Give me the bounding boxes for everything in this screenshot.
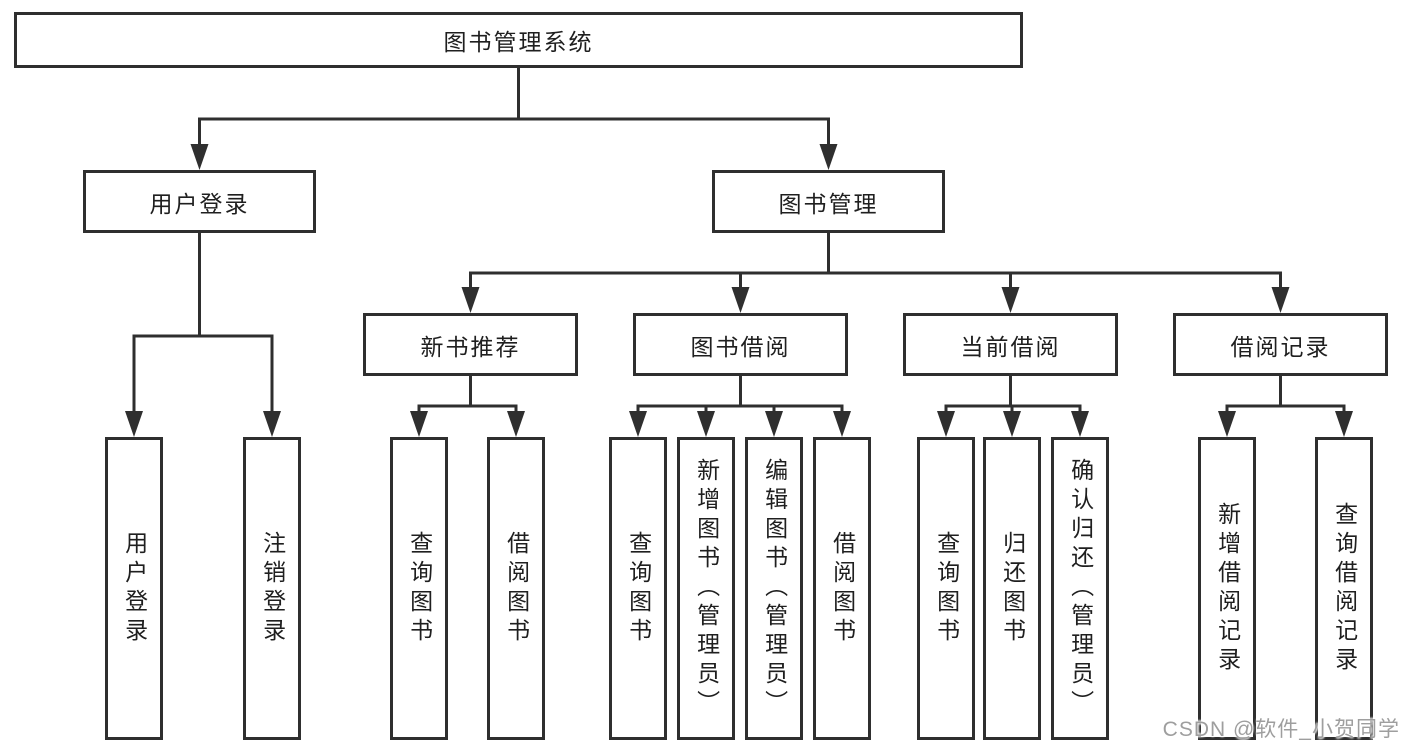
leaf-query-borrow-record-label: 查询借阅记录 <box>1331 501 1358 676</box>
leaf-query-books-current: 查询图书 <box>917 437 975 740</box>
leaf-add-borrow-record-label: 新增借阅记录 <box>1214 501 1241 676</box>
leaf-edit-book-admin: 编辑图书（管理员） <box>745 437 803 740</box>
node-book-management-label: 图书管理 <box>778 190 879 217</box>
leaf-logout: 注销登录 <box>243 437 301 740</box>
node-current-borrow: 当前借阅 <box>903 313 1118 376</box>
leaf-borrow-books-recommend-label: 借阅图书 <box>503 530 530 647</box>
node-book-borrow-label: 图书借阅 <box>690 333 791 360</box>
leaf-add-book-admin: 新增图书（管理员） <box>677 437 735 740</box>
watermark-text: CSDN @软件_小贺同学 <box>1162 718 1400 741</box>
leaf-borrow-books-label: 借阅图书 <box>829 530 856 647</box>
leaf-edit-book-admin-label: 编辑图书（管理员） <box>761 458 788 719</box>
node-new-book-recommend-label: 新书推荐 <box>420 333 521 360</box>
node-book-borrow: 图书借阅 <box>633 313 848 376</box>
leaf-user-login-label: 用户登录 <box>121 530 148 647</box>
node-book-management: 图书管理 <box>712 170 945 233</box>
leaf-confirm-return-admin-label: 确认归还（管理员） <box>1067 458 1094 719</box>
node-user-login: 用户登录 <box>83 170 316 233</box>
leaf-query-books-current-label: 查询图书 <box>933 530 960 647</box>
node-root-label: 图书管理系统 <box>443 29 594 55</box>
leaf-confirm-return-admin: 确认归还（管理员） <box>1051 437 1109 740</box>
leaf-query-borrow-record: 查询借阅记录 <box>1315 437 1373 740</box>
leaf-user-login: 用户登录 <box>105 437 163 740</box>
node-borrow-records: 借阅记录 <box>1173 313 1388 376</box>
node-user-login-label: 用户登录 <box>149 190 250 217</box>
leaf-logout-label: 注销登录 <box>259 530 286 647</box>
node-new-book-recommend: 新书推荐 <box>363 313 578 376</box>
leaf-return-book-label: 归还图书 <box>999 530 1026 647</box>
leaf-add-borrow-record: 新增借阅记录 <box>1198 437 1256 740</box>
leaf-return-book: 归还图书 <box>983 437 1041 740</box>
leaf-borrow-books-recommend: 借阅图书 <box>487 437 545 740</box>
leaf-query-books-recommend-label: 查询图书 <box>406 530 433 647</box>
leaf-add-book-admin-label: 新增图书（管理员） <box>693 458 720 719</box>
leaf-query-books-borrow-label: 查询图书 <box>625 530 652 647</box>
node-borrow-records-label: 借阅记录 <box>1230 333 1331 360</box>
leaf-query-books-borrow: 查询图书 <box>609 437 667 740</box>
leaf-borrow-books: 借阅图书 <box>813 437 871 740</box>
leaf-query-books-recommend: 查询图书 <box>390 437 448 740</box>
node-root: 图书管理系统 <box>14 12 1023 68</box>
node-current-borrow-label: 当前借阅 <box>960 333 1061 360</box>
